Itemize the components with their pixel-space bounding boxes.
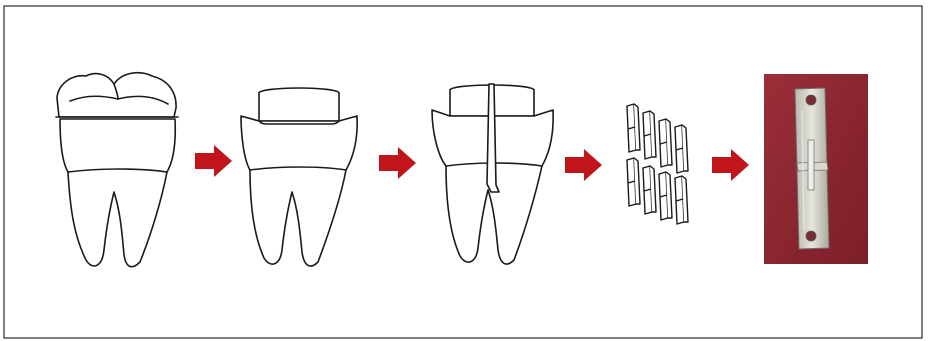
jig-photo — [764, 74, 868, 264]
